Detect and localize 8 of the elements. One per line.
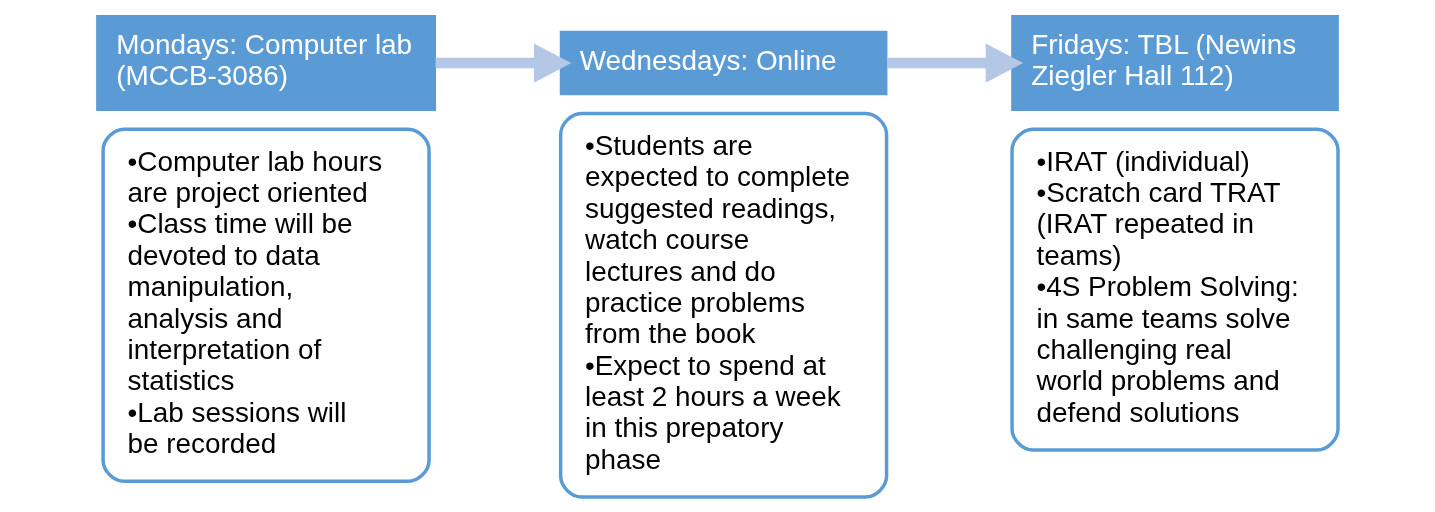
arrow <box>435 42 572 83</box>
node-box: •Computer lab hours are project oriented •Class time will be devoted to data manipulation, analysis and interpretation of statistics •Lab sessions will be recorded <box>101 127 431 483</box>
node-box: Mondays: Computer lab (MCCB-3086) <box>96 14 436 111</box>
arrow <box>887 42 1024 83</box>
node-box: •Students are expected to complete suggested readings, watch course lectures and do practice problems from the book •Expect to spend at least 2 hours a week in this prepatory phase <box>558 111 889 499</box>
node-box: •IRAT (individual) •Scratch card TRAT (IRAT repeated in teams) •4S Problem Solving: in same teams solve challenging real world problems and defend solutions <box>1010 127 1340 452</box>
node-box: Fridays: TBL (Newins Ziegler Hall 112) <box>1011 14 1339 111</box>
node-box: Wednesdays: Online <box>559 30 888 95</box>
